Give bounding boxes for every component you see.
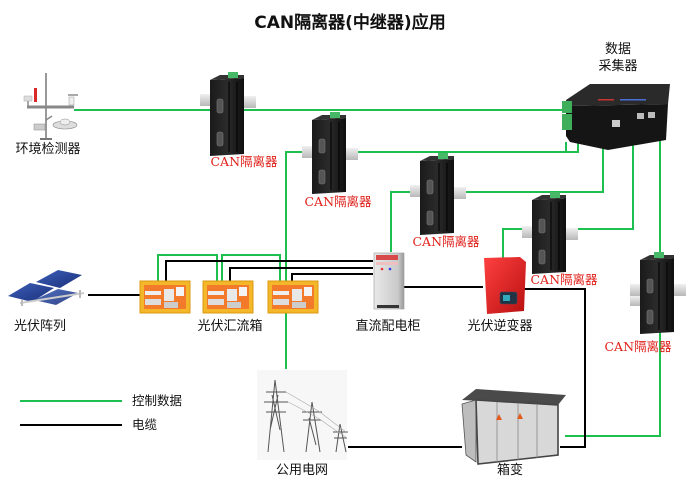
can-isolator-5 [630, 252, 686, 334]
distribution-cabinet-icon [373, 252, 405, 310]
wire-iso2-collector [344, 140, 579, 153]
combiner-box-2 [202, 280, 254, 314]
cable-combiner2 [229, 267, 373, 282]
combiner-box-3 [267, 280, 319, 314]
legend-control-data-label: 控制数据 [132, 393, 182, 408]
can-isolator-1 [200, 72, 256, 156]
diagram-title: CAN隔离器(中继器)应用 [254, 12, 445, 33]
combiner-box-label: 光伏汇流箱 [197, 318, 262, 334]
can-isolator-4-label: CAN隔离器 [530, 272, 598, 287]
can-isolator-3 [410, 153, 466, 235]
box-transformer-icon [461, 389, 566, 465]
can-isolator-2-label: CAN隔离器 [304, 194, 372, 209]
combiner-box-1 [139, 280, 191, 314]
power-tower-icon [257, 370, 348, 460]
dc-cabinet-label: 直流配电柜 [355, 319, 420, 334]
can-isolator-3-label: CAN隔离器 [412, 234, 480, 249]
wire-combiner-1-2 [157, 254, 218, 282]
can-isolator-5-label: CAN隔离器 [604, 339, 672, 354]
data-collector-label-line1: 数据 [605, 42, 631, 57]
pv-array-label: 光伏阵列 [14, 319, 66, 334]
inverter-icon [484, 257, 526, 314]
data-collector-icon [562, 84, 670, 150]
data-collector-label-line2: 采集器 [598, 58, 637, 74]
box-transformer-label: 箱变 [497, 462, 523, 478]
can-isolator-2 [302, 112, 358, 194]
legend: 控制数据 电缆 [20, 393, 182, 432]
env-monitor-label: 环境检测器 [15, 142, 80, 157]
cable-wires [88, 260, 586, 448]
wire-iso5-down [565, 330, 661, 437]
cable-combiner1 [165, 260, 373, 282]
can-isolator-4 [522, 192, 578, 274]
cable-inverter-to-transformer [524, 288, 586, 448]
legend-cable-label: 电缆 [132, 417, 158, 432]
cable-combiner3 [291, 273, 373, 282]
can-isolator-1-label: CAN隔离器 [210, 154, 278, 169]
solar-panel-icon [8, 270, 85, 306]
wire-iso3 [390, 140, 604, 252]
inverter-label: 光伏逆变器 [467, 318, 532, 334]
weather-station-icon [23, 73, 78, 140]
public-grid-label: 公用电网 [276, 463, 328, 478]
